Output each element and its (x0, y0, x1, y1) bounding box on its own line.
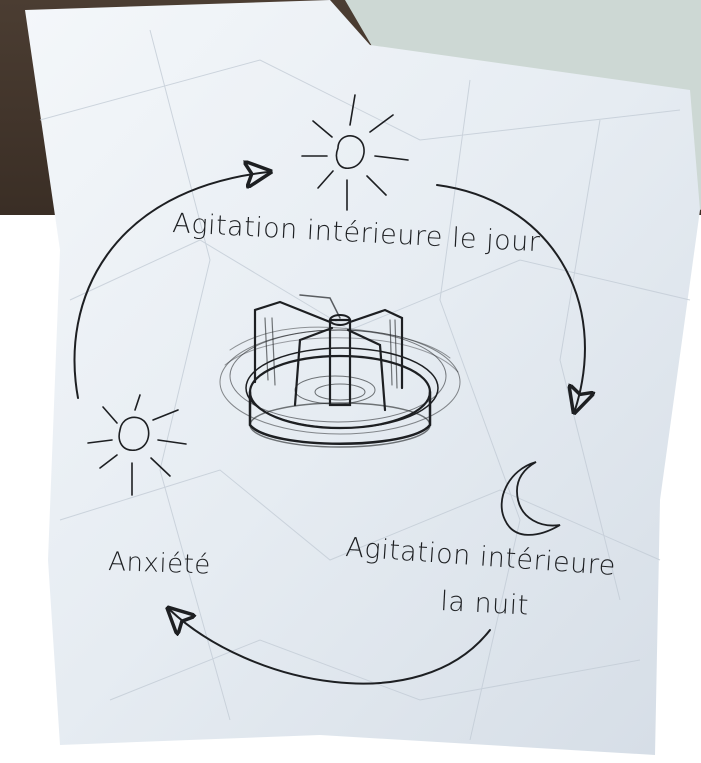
label-anxiety: Anxiété (108, 547, 212, 581)
paper-sheet (25, 0, 700, 755)
label-night-agitation-line2: la nuit (440, 586, 530, 622)
